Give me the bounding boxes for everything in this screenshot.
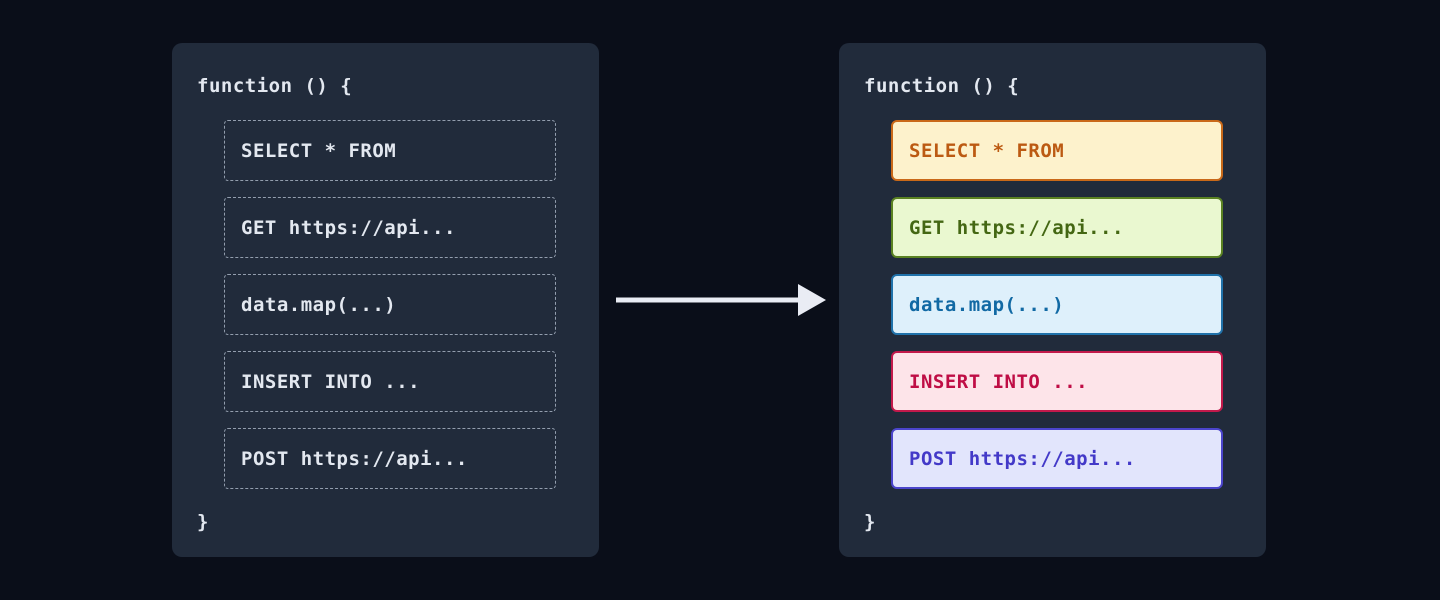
snippet-label: GET https://api... [241, 216, 456, 239]
raw-snippet-box: GET https://api... [224, 197, 556, 258]
classified-snippet-list: SELECT * FROM GET https://api... data.map(… [891, 120, 1223, 489]
raw-snippet-box: SELECT * FROM [224, 120, 556, 181]
classified-code-panel: function () { SELECT * FROM GET https://a… [839, 43, 1266, 557]
raw-snippet-box: INSERT INTO ... [224, 351, 556, 412]
snippet-label: POST https://api... [909, 447, 1136, 470]
snippet-label: GET https://api... [909, 216, 1124, 239]
highlighted-snippet-box: data.map(...) [891, 274, 1223, 335]
snippet-label: SELECT * FROM [241, 139, 397, 162]
snippet-label: data.map(...) [909, 293, 1065, 316]
function-open-line: function () { [864, 75, 1020, 97]
highlighted-snippet-box: POST https://api... [891, 428, 1223, 489]
snippet-label: INSERT INTO ... [241, 370, 421, 393]
transform-arrow-icon [616, 284, 826, 316]
raw-snippet-box: data.map(...) [224, 274, 556, 335]
snippet-label: SELECT * FROM [909, 139, 1065, 162]
function-close-line: } [197, 511, 209, 533]
snippet-label: data.map(...) [241, 293, 397, 316]
function-open-line: function () { [197, 75, 353, 97]
raw-snippet-list: SELECT * FROM GET https://api... data.map(… [224, 120, 556, 489]
raw-snippet-box: POST https://api... [224, 428, 556, 489]
snippet-label: POST https://api... [241, 447, 468, 470]
highlighted-snippet-box: GET https://api... [891, 197, 1223, 258]
raw-code-panel: function () { SELECT * FROM GET https://a… [172, 43, 599, 557]
highlighted-snippet-box: SELECT * FROM [891, 120, 1223, 181]
snippet-label: INSERT INTO ... [909, 370, 1089, 393]
function-close-line: } [864, 511, 876, 533]
highlighted-snippet-box: INSERT INTO ... [891, 351, 1223, 412]
